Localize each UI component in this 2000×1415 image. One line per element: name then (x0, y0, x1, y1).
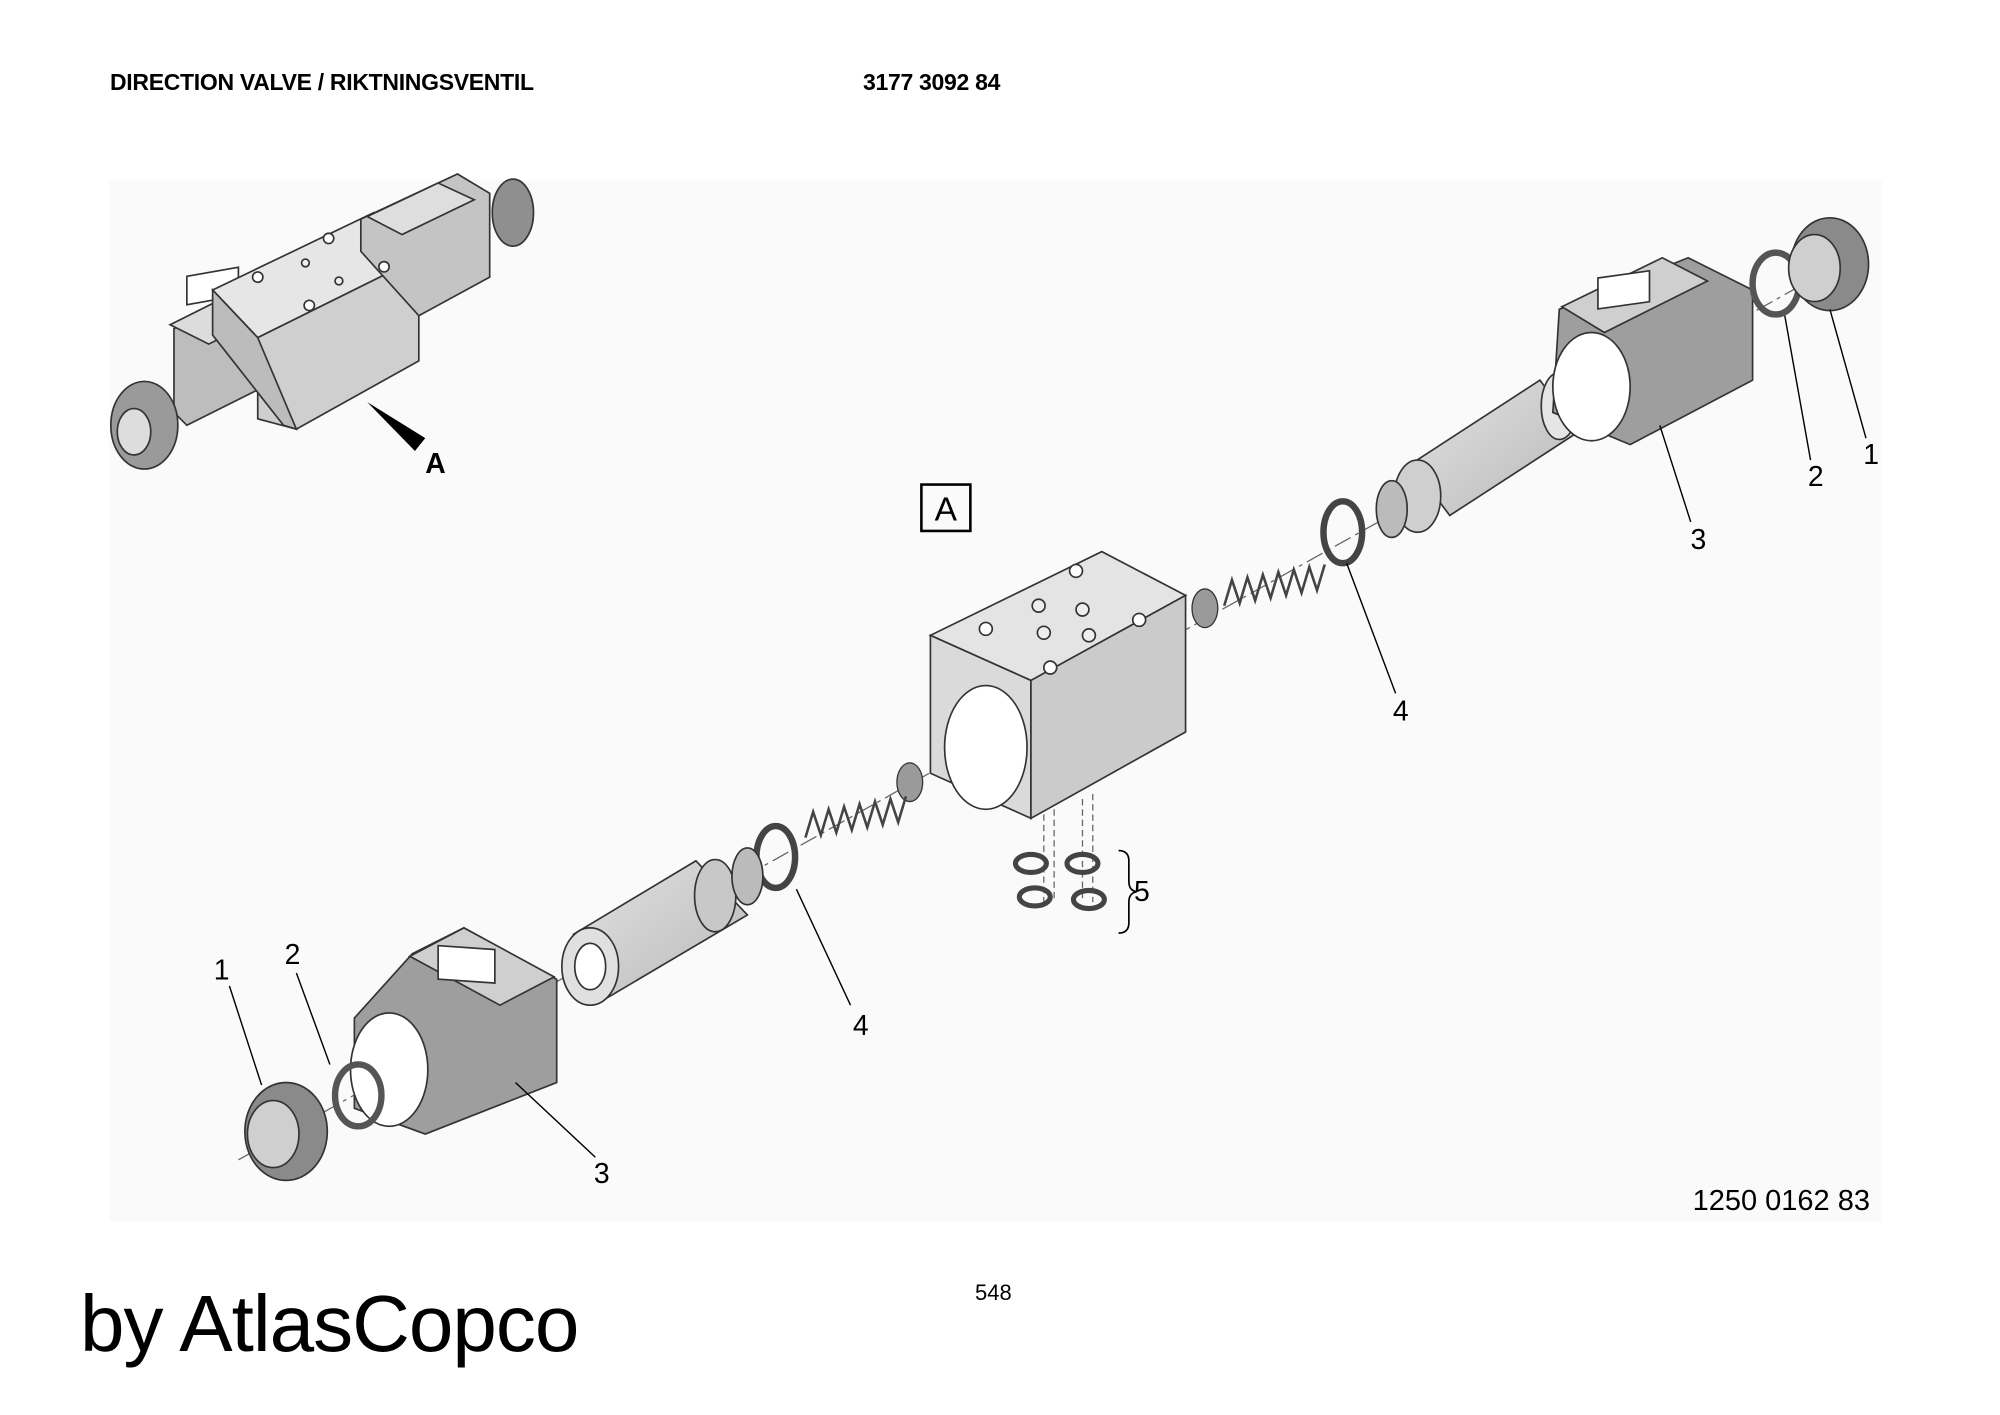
detail-box (920, 483, 972, 533)
armature-tube-left (561, 847, 764, 1007)
callout-2-left: 2 (285, 939, 301, 971)
coil-right (1551, 256, 1754, 446)
coil-left (349, 926, 558, 1135)
assembled-valve-illustration (109, 173, 535, 470)
spring-right (1222, 562, 1326, 608)
spring-left (804, 794, 908, 840)
callout-4-right: 4 (1393, 695, 1409, 727)
document-number: 3177 3092 84 (863, 69, 1001, 95)
detail-box-label: A (935, 492, 958, 529)
callout-4-left: 4 (853, 1010, 869, 1042)
callout-5: 5 (1134, 876, 1150, 908)
callout-1-right: 1 (1863, 439, 1879, 471)
brand-footer: by AtlasCopco (80, 1279, 579, 1368)
brace (1118, 849, 1137, 934)
figure-number: 1250 0162 83 (1692, 1185, 1870, 1217)
nut-left (244, 1081, 329, 1182)
callout-3-left: 3 (594, 1158, 610, 1190)
callout-1-left: 1 (214, 954, 230, 986)
view-arrow-icon (367, 402, 426, 452)
view-label: A (425, 448, 445, 480)
page-title: DIRECTION VALVE / RIKTNINGSVENTIL (110, 69, 534, 95)
callout-2-right: 2 (1808, 461, 1824, 493)
callout-3-right: 3 (1691, 524, 1707, 556)
spacer-right (1191, 588, 1219, 629)
nut-right (1787, 216, 1870, 312)
spacer-left (896, 762, 924, 803)
o-rings (1012, 851, 1107, 912)
seal-ring-right (1320, 498, 1366, 567)
page-number: 548 (975, 1280, 1012, 1305)
valve-body (928, 550, 1188, 820)
ring-left (331, 1061, 385, 1130)
